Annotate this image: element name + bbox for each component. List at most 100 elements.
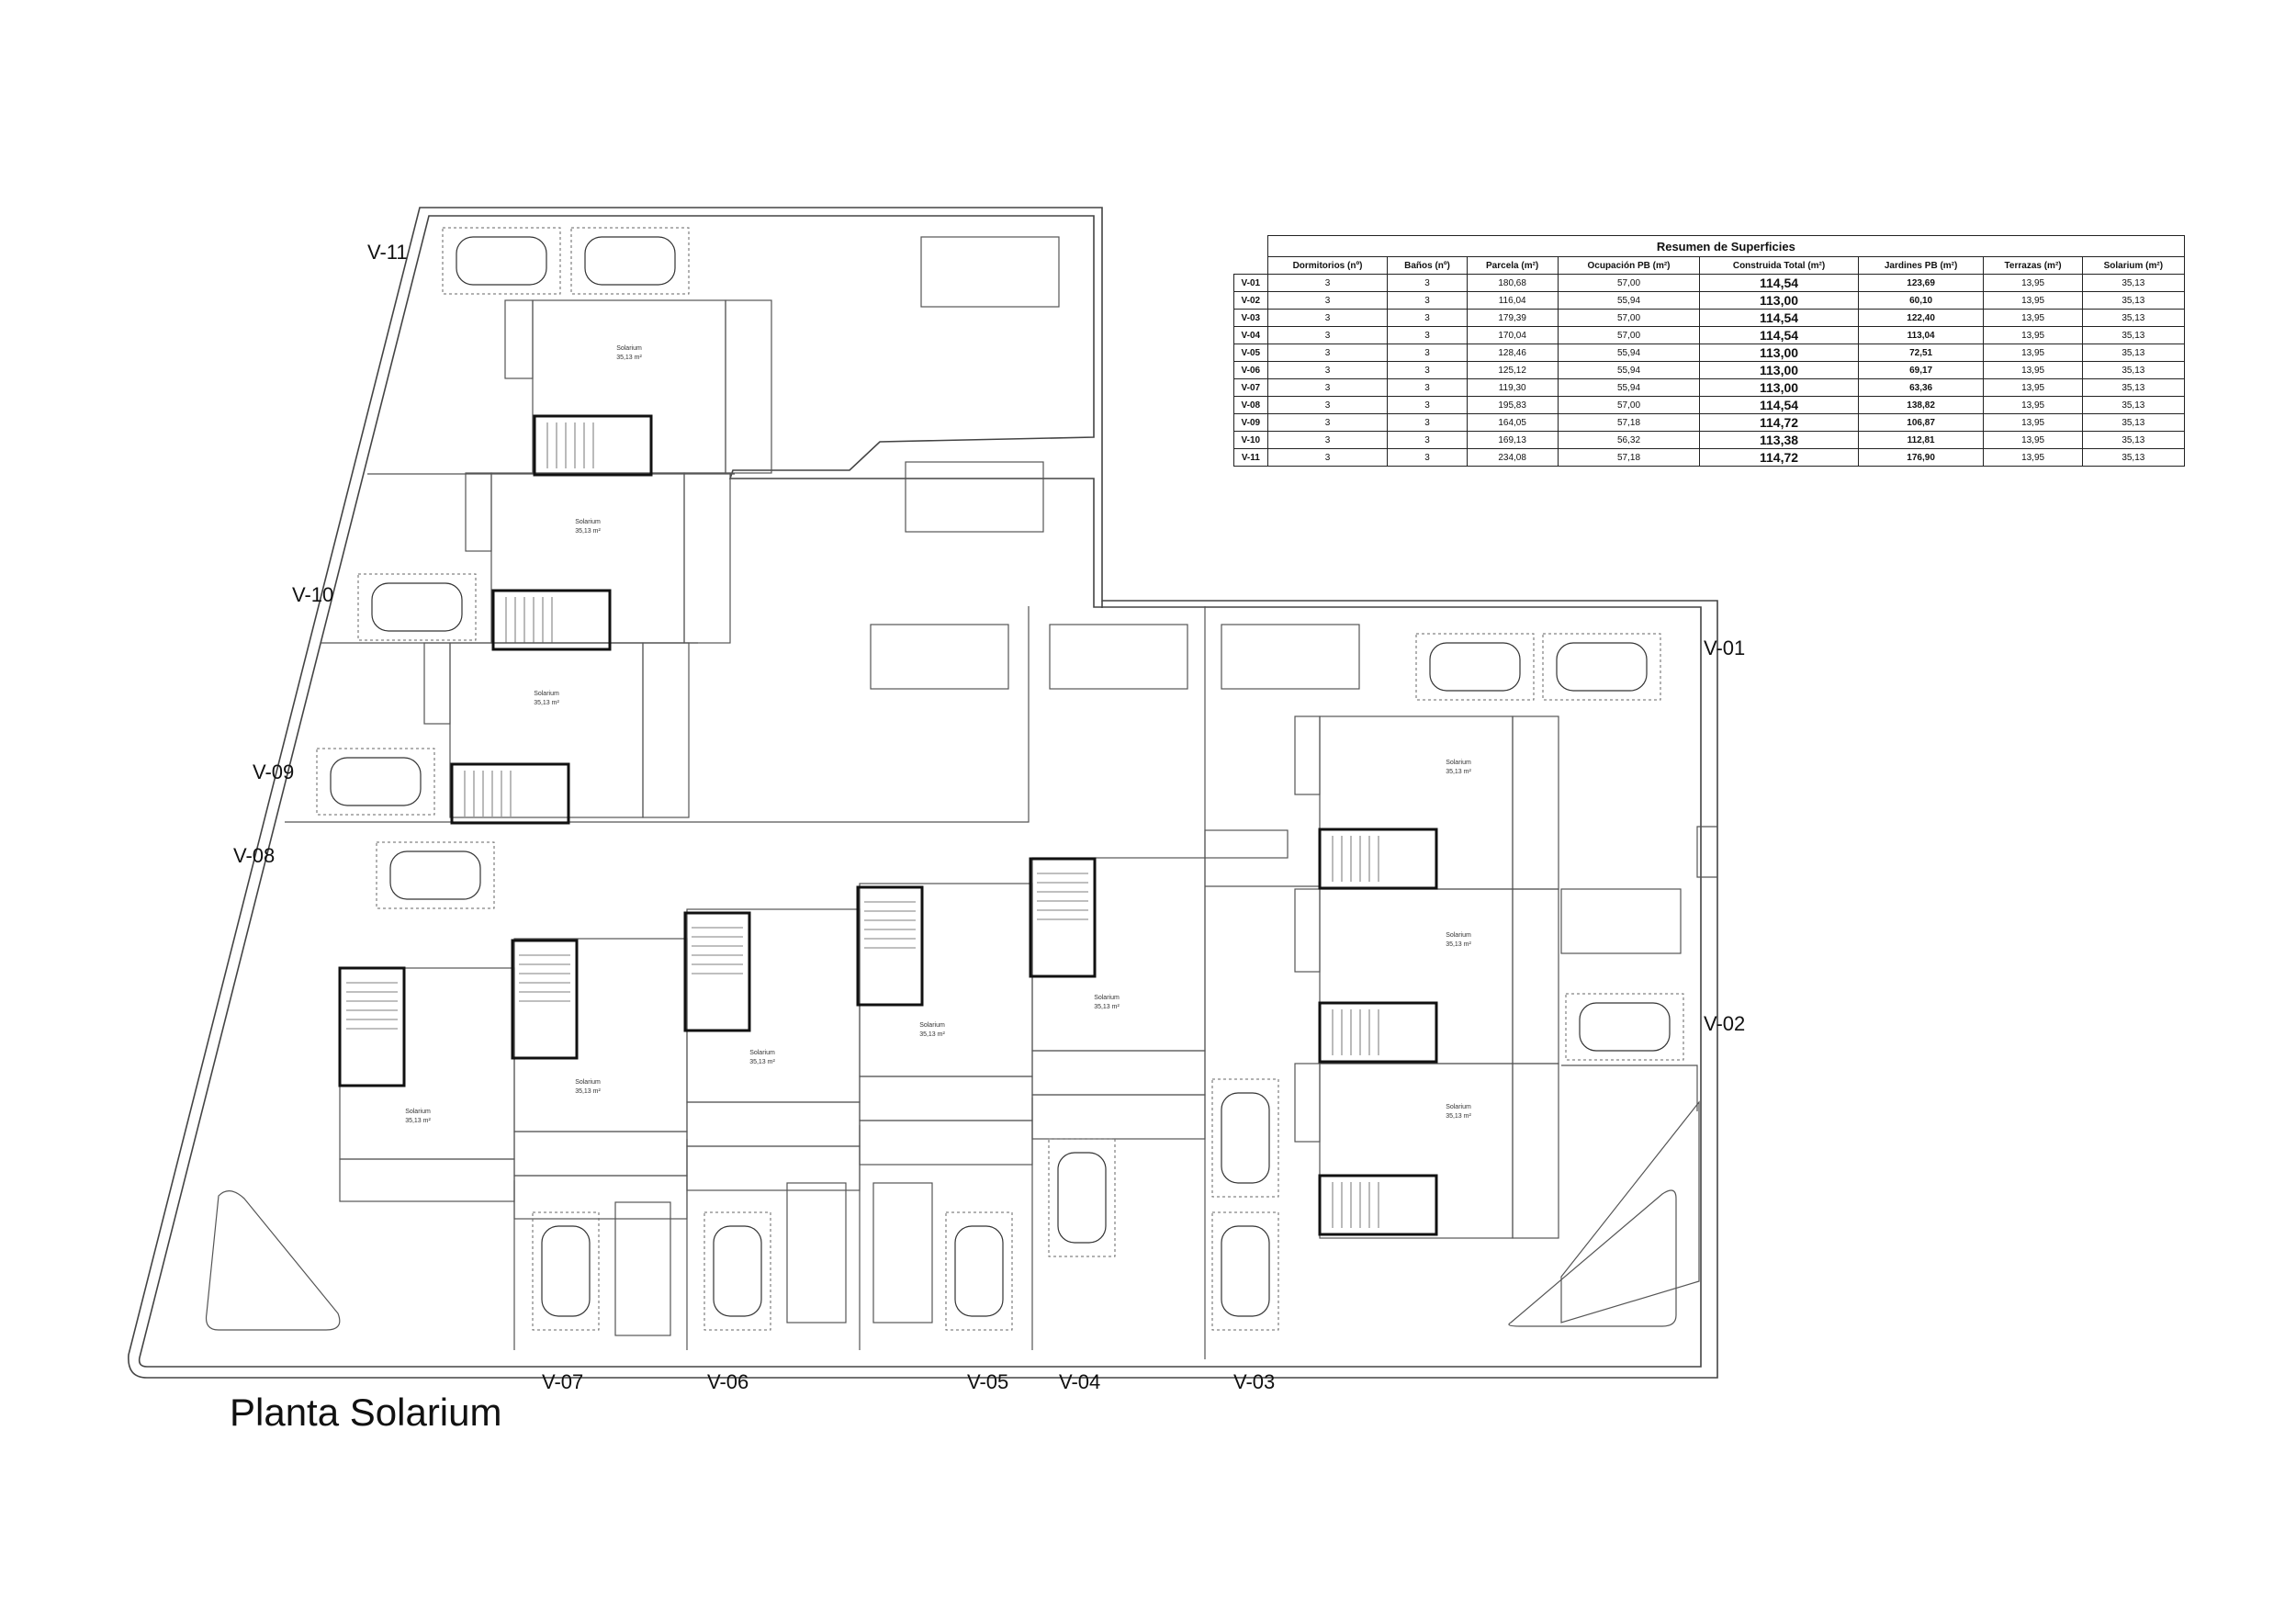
column-header: Construida Total (m²)	[1699, 256, 1859, 275]
table-cell: 3	[1266, 291, 1389, 310]
table-cell: 3	[1387, 431, 1468, 449]
pool	[920, 236, 1060, 308]
solarium-label: Solarium	[1446, 932, 1471, 939]
table-cell: 3	[1266, 344, 1389, 362]
stair-icon	[338, 966, 406, 1087]
table-cell: 35,13	[2081, 291, 2186, 310]
stair-icon	[511, 939, 579, 1060]
table-cell: 13,95	[1983, 291, 2083, 310]
car-icon	[570, 227, 690, 295]
unit-block-v11	[532, 299, 726, 474]
stair-icon	[1318, 1001, 1438, 1064]
table-cell: 3	[1266, 396, 1389, 414]
row-code: V-11	[1233, 448, 1268, 467]
car-icon	[357, 573, 477, 641]
solarium-label: Solarium	[575, 1079, 601, 1086]
unit-block-v06	[686, 908, 861, 1103]
table-cell: 114,72	[1699, 448, 1859, 467]
table-cell: 13,95	[1983, 431, 2083, 449]
row-code: V-01	[1233, 274, 1268, 292]
table-cell: 170,04	[1466, 326, 1559, 344]
table-cell: 3	[1387, 448, 1468, 467]
stair-icon	[683, 911, 751, 1032]
unit-block-v05	[859, 883, 1033, 1077]
car-icon	[376, 841, 495, 909]
summary-table: Resumen de Superficies Dormitorios (nº) …	[1233, 235, 2186, 467]
pool	[870, 624, 1009, 690]
table-cell: 35,13	[2081, 309, 2186, 327]
solarium-label: Solarium	[534, 691, 559, 697]
table-cell: 113,04	[1857, 326, 1985, 344]
table-cell: 113,38	[1699, 431, 1859, 449]
row-code: V-05	[1233, 344, 1268, 362]
unit-label-v11: V-11	[367, 241, 408, 264]
unit-label-v04: V-04	[1059, 1370, 1100, 1393]
table-cell: 13,95	[1983, 413, 2083, 432]
table-cell: 13,95	[1983, 309, 2083, 327]
table-cell: 179,39	[1466, 309, 1559, 327]
unit-block-v04	[1031, 857, 1206, 1052]
stair-icon	[450, 762, 570, 825]
solarium-area: 35,13 m²	[1446, 769, 1471, 775]
row-code: V-03	[1233, 309, 1268, 327]
unit-label-v06: V-06	[707, 1370, 748, 1393]
table-cell: 3	[1387, 309, 1468, 327]
car-icon	[1415, 633, 1535, 701]
table-cell: 63,36	[1857, 378, 1985, 397]
row-code: V-09	[1233, 413, 1268, 432]
unit-label-v07: V-07	[542, 1370, 583, 1393]
drawing-title: Planta Solarium	[230, 1391, 501, 1434]
table-cell: 13,95	[1983, 448, 2083, 467]
table-cell: 13,95	[1983, 344, 2083, 362]
car-icon	[945, 1211, 1013, 1331]
table-cell: 35,13	[2081, 413, 2186, 432]
table-cell: 3	[1387, 396, 1468, 414]
table-caption: Resumen de Superficies	[1266, 235, 2186, 257]
column-header: Jardines PB (m²)	[1857, 256, 1985, 275]
table-cell: 3	[1266, 326, 1389, 344]
row-code: V-07	[1233, 378, 1268, 397]
solarium-label: Solarium	[616, 345, 642, 352]
solarium-area: 35,13 m²	[919, 1031, 945, 1038]
unit-block-v02	[1319, 888, 1514, 1064]
solarium-area: 35,13 m²	[575, 1088, 601, 1095]
row-code: V-10	[1233, 431, 1268, 449]
car-icon	[1542, 633, 1661, 701]
table-cell: 35,13	[2081, 396, 2186, 414]
car-icon	[1211, 1078, 1279, 1198]
table-cell: 55,94	[1557, 378, 1701, 397]
unit-block-v10	[490, 472, 685, 644]
table-cell: 35,13	[2081, 448, 2186, 467]
solarium-label: Solarium	[405, 1109, 431, 1115]
stair-icon	[1318, 828, 1438, 890]
table-cell: 125,12	[1466, 361, 1559, 379]
column-header: Dormitorios (nº)	[1266, 256, 1389, 275]
table-cell: 114,72	[1699, 413, 1859, 432]
table-cell: 69,17	[1857, 361, 1985, 379]
table-cell: 57,00	[1557, 396, 1701, 414]
table-cell: 55,94	[1557, 291, 1701, 310]
unit-label-v09: V-09	[253, 760, 294, 783]
planter	[1508, 1189, 1677, 1327]
table-cell: 55,94	[1557, 361, 1701, 379]
stair-icon	[491, 589, 612, 651]
solarium-label: Solarium	[575, 519, 601, 525]
row-code: V-04	[1233, 326, 1268, 344]
pool	[786, 1182, 847, 1324]
table-cell: 164,05	[1466, 413, 1559, 432]
table-cell: 35,13	[2081, 326, 2186, 344]
table-cell: 13,95	[1983, 378, 2083, 397]
table-cell: 113,00	[1699, 361, 1859, 379]
table-cell: 112,81	[1857, 431, 1985, 449]
table-cell: 169,13	[1466, 431, 1559, 449]
solarium-area: 35,13 m²	[534, 700, 559, 706]
table-cell: 128,46	[1466, 344, 1559, 362]
site-boundary	[128, 207, 1718, 1379]
table-cell: 123,69	[1857, 274, 1985, 292]
